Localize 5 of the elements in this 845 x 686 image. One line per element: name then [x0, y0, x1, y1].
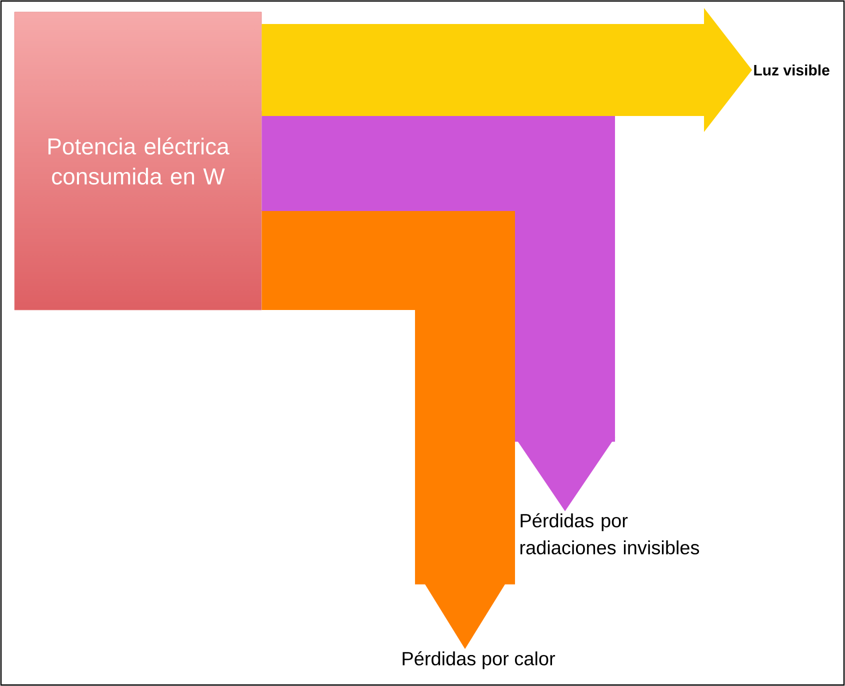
flow-arrow	[262, 8, 752, 132]
output-label: Luz visible	[754, 64, 830, 76]
output-label: Pérdidas por calor	[402, 651, 556, 670]
source-box: Potencia eléctrica consumida en W	[14, 12, 262, 310]
output-label: Pérdidas por radiaciones invisibles	[520, 513, 700, 554]
